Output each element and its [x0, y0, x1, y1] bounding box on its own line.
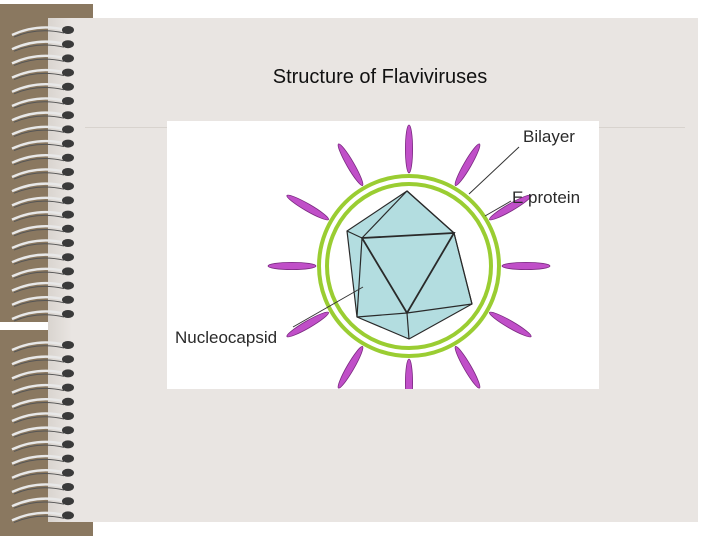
binder-ring	[11, 369, 74, 381]
capsid-edge	[356, 312, 408, 318]
binder-ring	[11, 310, 74, 322]
binder-ring	[11, 224, 74, 237]
binder-ring	[11, 483, 74, 495]
binder-ring	[11, 511, 74, 523]
binder-ring	[11, 40, 74, 52]
spiral-binding	[11, 26, 74, 523]
binder-ring	[11, 54, 74, 66]
capsid-edge	[346, 230, 363, 239]
binder-ring	[11, 168, 74, 180]
virus-illustration	[267, 124, 551, 389]
e-protein-leader-line	[484, 200, 512, 217]
bilayer-leader-line	[468, 146, 520, 195]
binder-ring	[11, 468, 74, 481]
binder-ring	[11, 295, 74, 308]
binder-ring	[11, 182, 74, 194]
binder-ring	[11, 383, 74, 396]
binder-ring	[11, 111, 74, 123]
flavivirus-diagram: Bilayer E protein Nucleocapsid	[167, 121, 599, 389]
binder-ring	[11, 253, 74, 265]
binder-ring	[11, 153, 74, 166]
binder-ring	[11, 440, 74, 452]
e-protein-spike	[337, 346, 364, 389]
nucleocapsid-edges	[346, 190, 473, 340]
capsid-edge	[406, 303, 473, 314]
bilayer-label: Bilayer	[523, 127, 575, 146]
e-protein-spike	[501, 262, 551, 270]
binder-ring	[11, 26, 74, 38]
binder-ring	[11, 355, 74, 367]
slide-title: Structure of Flaviviruses	[272, 66, 488, 88]
leader-lines	[292, 146, 520, 328]
e-protein-spike	[454, 143, 481, 186]
binder-ring	[11, 196, 74, 208]
e-protein-spike	[489, 194, 532, 221]
capsid-edge	[356, 237, 363, 318]
binder-ring	[11, 68, 74, 81]
e-protein-spike	[454, 346, 481, 389]
e-protein-spike	[405, 124, 413, 174]
nucleocapsid-label: Nucleocapsid	[175, 328, 278, 347]
e-protein-spike	[337, 143, 364, 186]
capsid-edge	[453, 232, 473, 305]
binder-ring	[11, 341, 74, 353]
binder-ring	[11, 210, 74, 223]
binder-ring	[11, 412, 74, 424]
e-protein-spike	[405, 358, 413, 389]
binder-ring	[11, 397, 74, 410]
capsid-edge	[406, 190, 455, 234]
binder-ring	[11, 239, 74, 251]
bilayer-inner-ring	[325, 182, 493, 350]
e-protein-spike	[286, 311, 329, 338]
binder-ring	[11, 125, 74, 137]
binder-ring	[11, 454, 74, 467]
binder-ring	[11, 97, 74, 109]
capsid-edge	[361, 190, 408, 239]
e-protein-spikes	[267, 124, 551, 389]
e-protein-label: E protein	[512, 188, 581, 207]
capsid-edge	[406, 312, 410, 340]
e-protein-spike	[286, 194, 329, 221]
binder-ring	[11, 497, 74, 509]
nucleocapsid-leader-line	[292, 286, 364, 328]
binder-ring	[11, 267, 74, 279]
bilayer-outer-ring	[317, 174, 501, 358]
nucleocapsid-front-face	[360, 232, 456, 315]
binder-ring	[11, 139, 74, 152]
binder-ring	[11, 82, 74, 95]
e-protein-spike	[267, 262, 317, 270]
binder-ring	[11, 426, 74, 438]
binder-ring	[11, 281, 74, 294]
e-protein-spike	[489, 311, 532, 338]
